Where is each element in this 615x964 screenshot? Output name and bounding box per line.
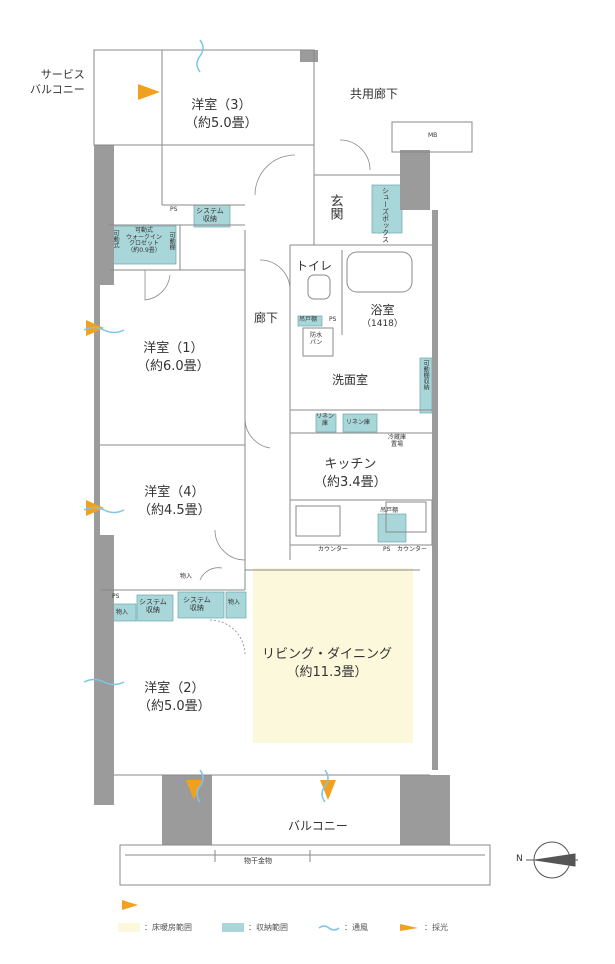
- kitchen-label: キッチン（約3.4畳）: [314, 457, 387, 490]
- toilet-label: トイレ: [296, 259, 333, 273]
- wind-icon: [321, 769, 329, 803]
- hallway-label: 廊下: [254, 311, 279, 325]
- system-storage-label-1: システム 収納: [196, 207, 224, 224]
- linen-label-2: リネン庫: [346, 419, 371, 426]
- tall-storage-label: 可動棚収納: [422, 360, 430, 390]
- bedroom1-label: 洋室（1）（約6.0畳）: [137, 341, 210, 374]
- system-storage-label-3: システム 収納: [183, 596, 211, 613]
- drying-rack-label: 物干金物: [244, 857, 272, 865]
- compass-icon: [526, 841, 578, 879]
- floor-heating-area: [253, 568, 413, 743]
- wind-icon: [196, 39, 204, 73]
- hanging-cabinet-toilet-label: 吊戸棚: [299, 316, 318, 323]
- interior-lines: [93, 49, 491, 886]
- fridge-label: 冷蔵庫 置場: [388, 434, 407, 448]
- compass-north-label: N: [516, 854, 523, 864]
- bedroom4-label: 洋室（4）（約4.5畳）: [138, 485, 211, 518]
- ps-label: PS: [329, 316, 337, 323]
- counter-label-1: カウンター: [318, 546, 349, 553]
- ps-label: PS: [383, 546, 391, 553]
- waterproof-pan-label: 防水 パン: [310, 332, 323, 346]
- movable-left-label: 可動式: [112, 230, 120, 248]
- common-corridor-label: 共用廊下: [350, 87, 399, 101]
- mb-label: MB: [428, 132, 438, 139]
- legend-floor-heating: ：床暖房範囲: [118, 922, 192, 933]
- light-icon: [186, 780, 202, 800]
- legend-storage: ：収納範囲: [222, 922, 288, 933]
- legend-label: ：通風: [344, 923, 368, 932]
- hanging-cabinet-label: 吊戸棚: [380, 507, 399, 514]
- wind-icon: [83, 326, 125, 334]
- legend-light: ：採光: [398, 922, 448, 933]
- light-icon: [400, 924, 418, 931]
- entrance-label: 玄関: [327, 194, 343, 220]
- counter-label-2: カウンター: [397, 546, 428, 553]
- bedroom3-label: 洋室（3）（約5.0畳）: [185, 98, 258, 131]
- service-balcony-label: サービス バルコニー: [30, 68, 85, 96]
- movable-right-label: 可動棚: [168, 232, 176, 250]
- legend-label: ：床暖房範囲: [144, 923, 192, 932]
- shoes-box-label: シューズボックス: [381, 187, 390, 243]
- light-icon: [138, 84, 160, 100]
- light-icon: [122, 900, 138, 910]
- wind-icon: [83, 506, 125, 514]
- walls: [94, 50, 450, 845]
- legend: ：床暖房範囲 ：収納範囲 ：通風 ：採光: [118, 922, 448, 933]
- linen-label-1: リネン 庫: [316, 413, 335, 427]
- balcony-label: バルコニー: [288, 819, 348, 833]
- living-dining-label: リビング・ダイニング（約11.3畳）: [262, 647, 393, 680]
- closet-label-3: 物入: [180, 573, 193, 580]
- light-icon: [320, 780, 336, 800]
- wind-icons: [83, 39, 329, 803]
- door-swings: [144, 139, 371, 656]
- closet-label-1: 物入: [116, 609, 129, 616]
- bath-label: 浴室（1418）: [362, 303, 403, 330]
- wind-icon: [196, 769, 204, 803]
- bedroom2-label: 洋室（2）（約5.0畳）: [138, 681, 211, 714]
- legend-label: ：採光: [424, 923, 448, 932]
- wind-icon: [318, 925, 340, 931]
- ps-label: PS: [112, 593, 120, 600]
- legend-label: ：収納範囲: [248, 923, 288, 932]
- legend-wind: ：通風: [318, 922, 368, 933]
- washroom-label: 洗面室: [332, 373, 369, 387]
- legend-swatch: [118, 923, 140, 932]
- ps-label: PS: [170, 206, 178, 213]
- wind-icon: [83, 678, 125, 686]
- drying-rack-marks: [214, 850, 311, 862]
- legend-swatch: [222, 923, 244, 932]
- walk-in-closet-label: 可動式 ウォークイン クロゼット （約0.9畳）: [126, 227, 163, 254]
- system-storage-label-2: システム 収納: [139, 598, 167, 615]
- closet-label-2: 物入: [228, 599, 241, 606]
